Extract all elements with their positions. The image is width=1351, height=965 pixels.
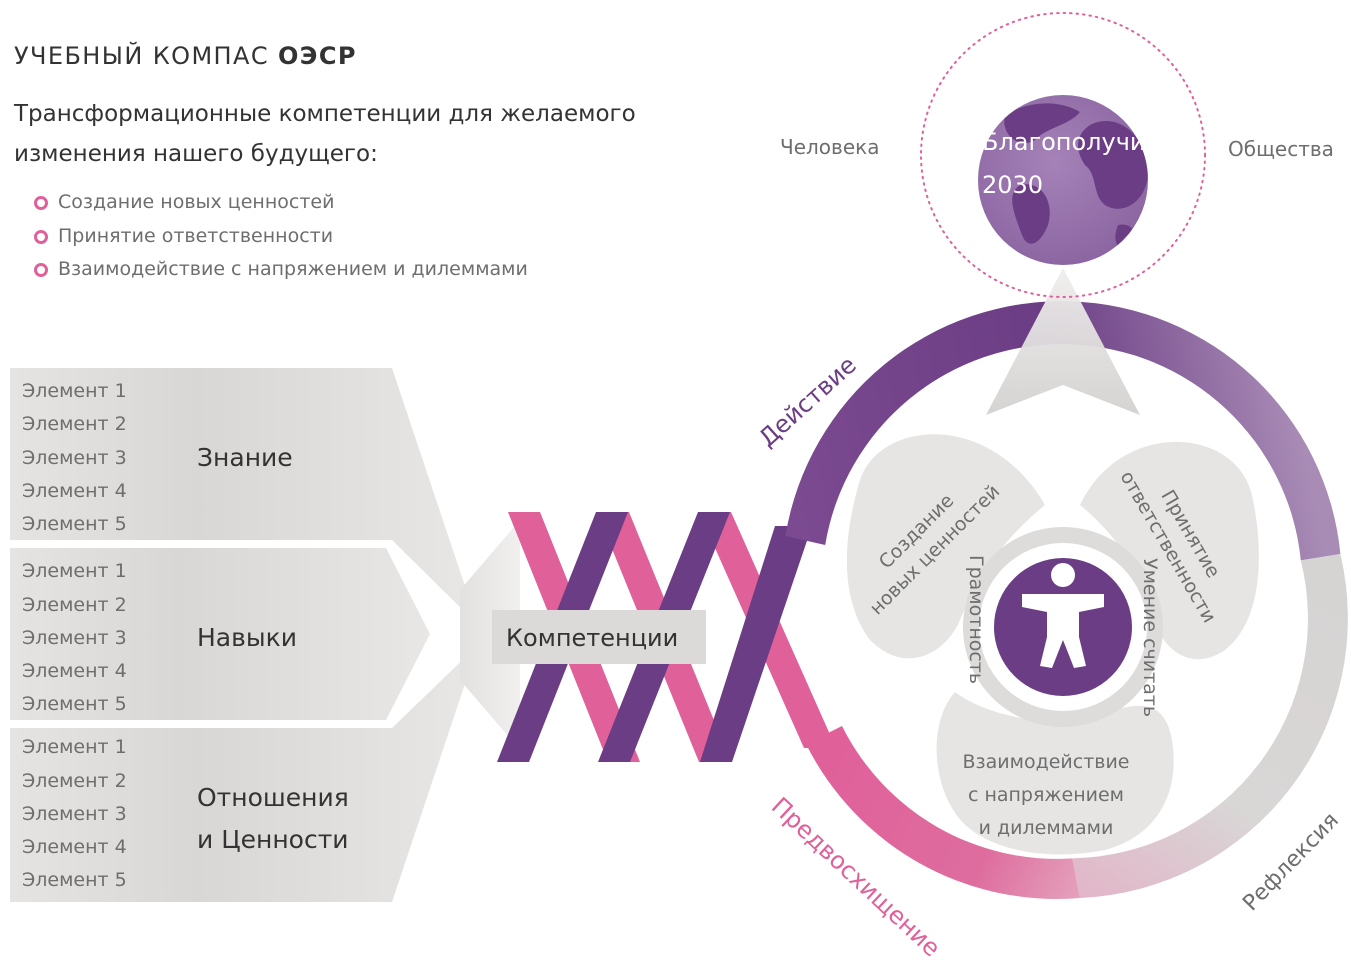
title-prefix: УЧЕБНЫЙ КОМПАС: [14, 42, 278, 70]
goal-item: Принятие ответственности: [34, 220, 528, 254]
band-skills: Элемент 1 Элемент 2 Элемент 3 Элемент 4 …: [10, 548, 430, 720]
band-skills-shape: [10, 548, 430, 720]
goals-list: Создание новых ценностей Принятие ответс…: [34, 186, 528, 287]
subtitle: Трансформационные компетенции для желаем…: [14, 94, 714, 174]
petal-label-line: и дилеммами: [979, 817, 1114, 839]
element-item: Элемент 1: [22, 380, 127, 402]
core-literacy-label: Грамотность: [965, 555, 987, 684]
competencies-label: Компетенции: [506, 624, 678, 652]
globe-continents: [1004, 103, 1148, 249]
petal-reconcile-tensions-label: Взаимодействие с напряжением и дилеммами: [962, 751, 1129, 839]
band-attitudes-shape: [10, 645, 478, 902]
core-numeracy-label: Умение считать: [1139, 558, 1161, 717]
element-item: Элемент 4: [22, 480, 127, 502]
ring-bullet-icon: [34, 263, 48, 277]
wellbeing-dotted-ring: [920, 12, 1206, 298]
goal-label: Принятие ответственности: [58, 224, 334, 247]
element-item: Элемент 1: [22, 736, 127, 758]
goal-item: Создание новых ценностей: [34, 186, 528, 220]
wellbeing-line-1: Благополучие: [982, 128, 1160, 156]
band-label: Знание: [197, 443, 293, 472]
ring-segment-action: [785, 301, 1341, 561]
funnel-shape: [460, 520, 520, 750]
ring-bullet-icon: [34, 196, 48, 210]
band-label: Отношения: [197, 783, 349, 812]
band-knowledge-shape: [10, 368, 478, 625]
element-item: Элемент 4: [22, 660, 127, 682]
wellbeing-line-2: 2030: [982, 171, 1043, 199]
band-attitudes-values: Элемент 1 Элемент 2 Элемент 3 Элемент 4 …: [10, 645, 478, 902]
element-item: Элемент 2: [22, 413, 127, 435]
subtitle-line-1: Трансформационные компетенции для желаем…: [14, 101, 636, 127]
element-item: Элемент 1: [22, 560, 127, 582]
goal-label: Взаимодействие с напряжением и дилеммами: [58, 258, 528, 280]
element-item: Элемент 5: [22, 513, 127, 535]
title-bold: ОЭСР: [278, 42, 357, 70]
petal-label-line: с напряжением: [968, 784, 1124, 806]
element-item: Элемент 3: [22, 803, 127, 825]
element-item: Элемент 2: [22, 594, 127, 616]
competencies-label-box: [492, 610, 706, 664]
wellbeing-society-label: Общества: [1228, 137, 1334, 161]
element-item: Элемент 5: [22, 693, 127, 715]
petal-create-value: [846, 434, 1045, 659]
band-label: и Ценности: [197, 825, 349, 854]
goal-item: Взаимодействие с напряжением и дилеммами: [34, 253, 528, 287]
element-item: Элемент 3: [22, 627, 127, 649]
element-item: Элемент 3: [22, 447, 127, 469]
subtitle-line-2: изменения нашего будущего:: [14, 141, 378, 167]
band-knowledge: Элемент 1 Элемент 2 Элемент 3 Элемент 4 …: [10, 368, 478, 625]
petal-label-line: Взаимодействие: [962, 751, 1129, 773]
band-label: Навыки: [197, 623, 297, 652]
ring-bullet-icon: [34, 229, 48, 244]
element-item: Элемент 4: [22, 836, 127, 858]
element-item: Элемент 5: [22, 869, 127, 891]
up-arrow-icon: [986, 268, 1140, 415]
goal-label: Создание новых ценностей: [58, 191, 335, 213]
ring-segment-anticipation: [806, 726, 1080, 899]
element-item: Элемент 2: [22, 770, 127, 792]
braid-strand-purple: [700, 526, 812, 762]
page-title: УЧЕБНЫЙ КОМПАС ОЭСР: [14, 42, 357, 70]
cycle-ring: [785, 301, 1348, 899]
wellbeing-individual-label: Человека: [780, 135, 879, 159]
petal-take-responsibility: [1080, 441, 1259, 660]
petal-reconcile-tensions: [936, 692, 1174, 855]
ring-segment-reflection: [1072, 554, 1348, 898]
person-icon: [1022, 563, 1104, 668]
